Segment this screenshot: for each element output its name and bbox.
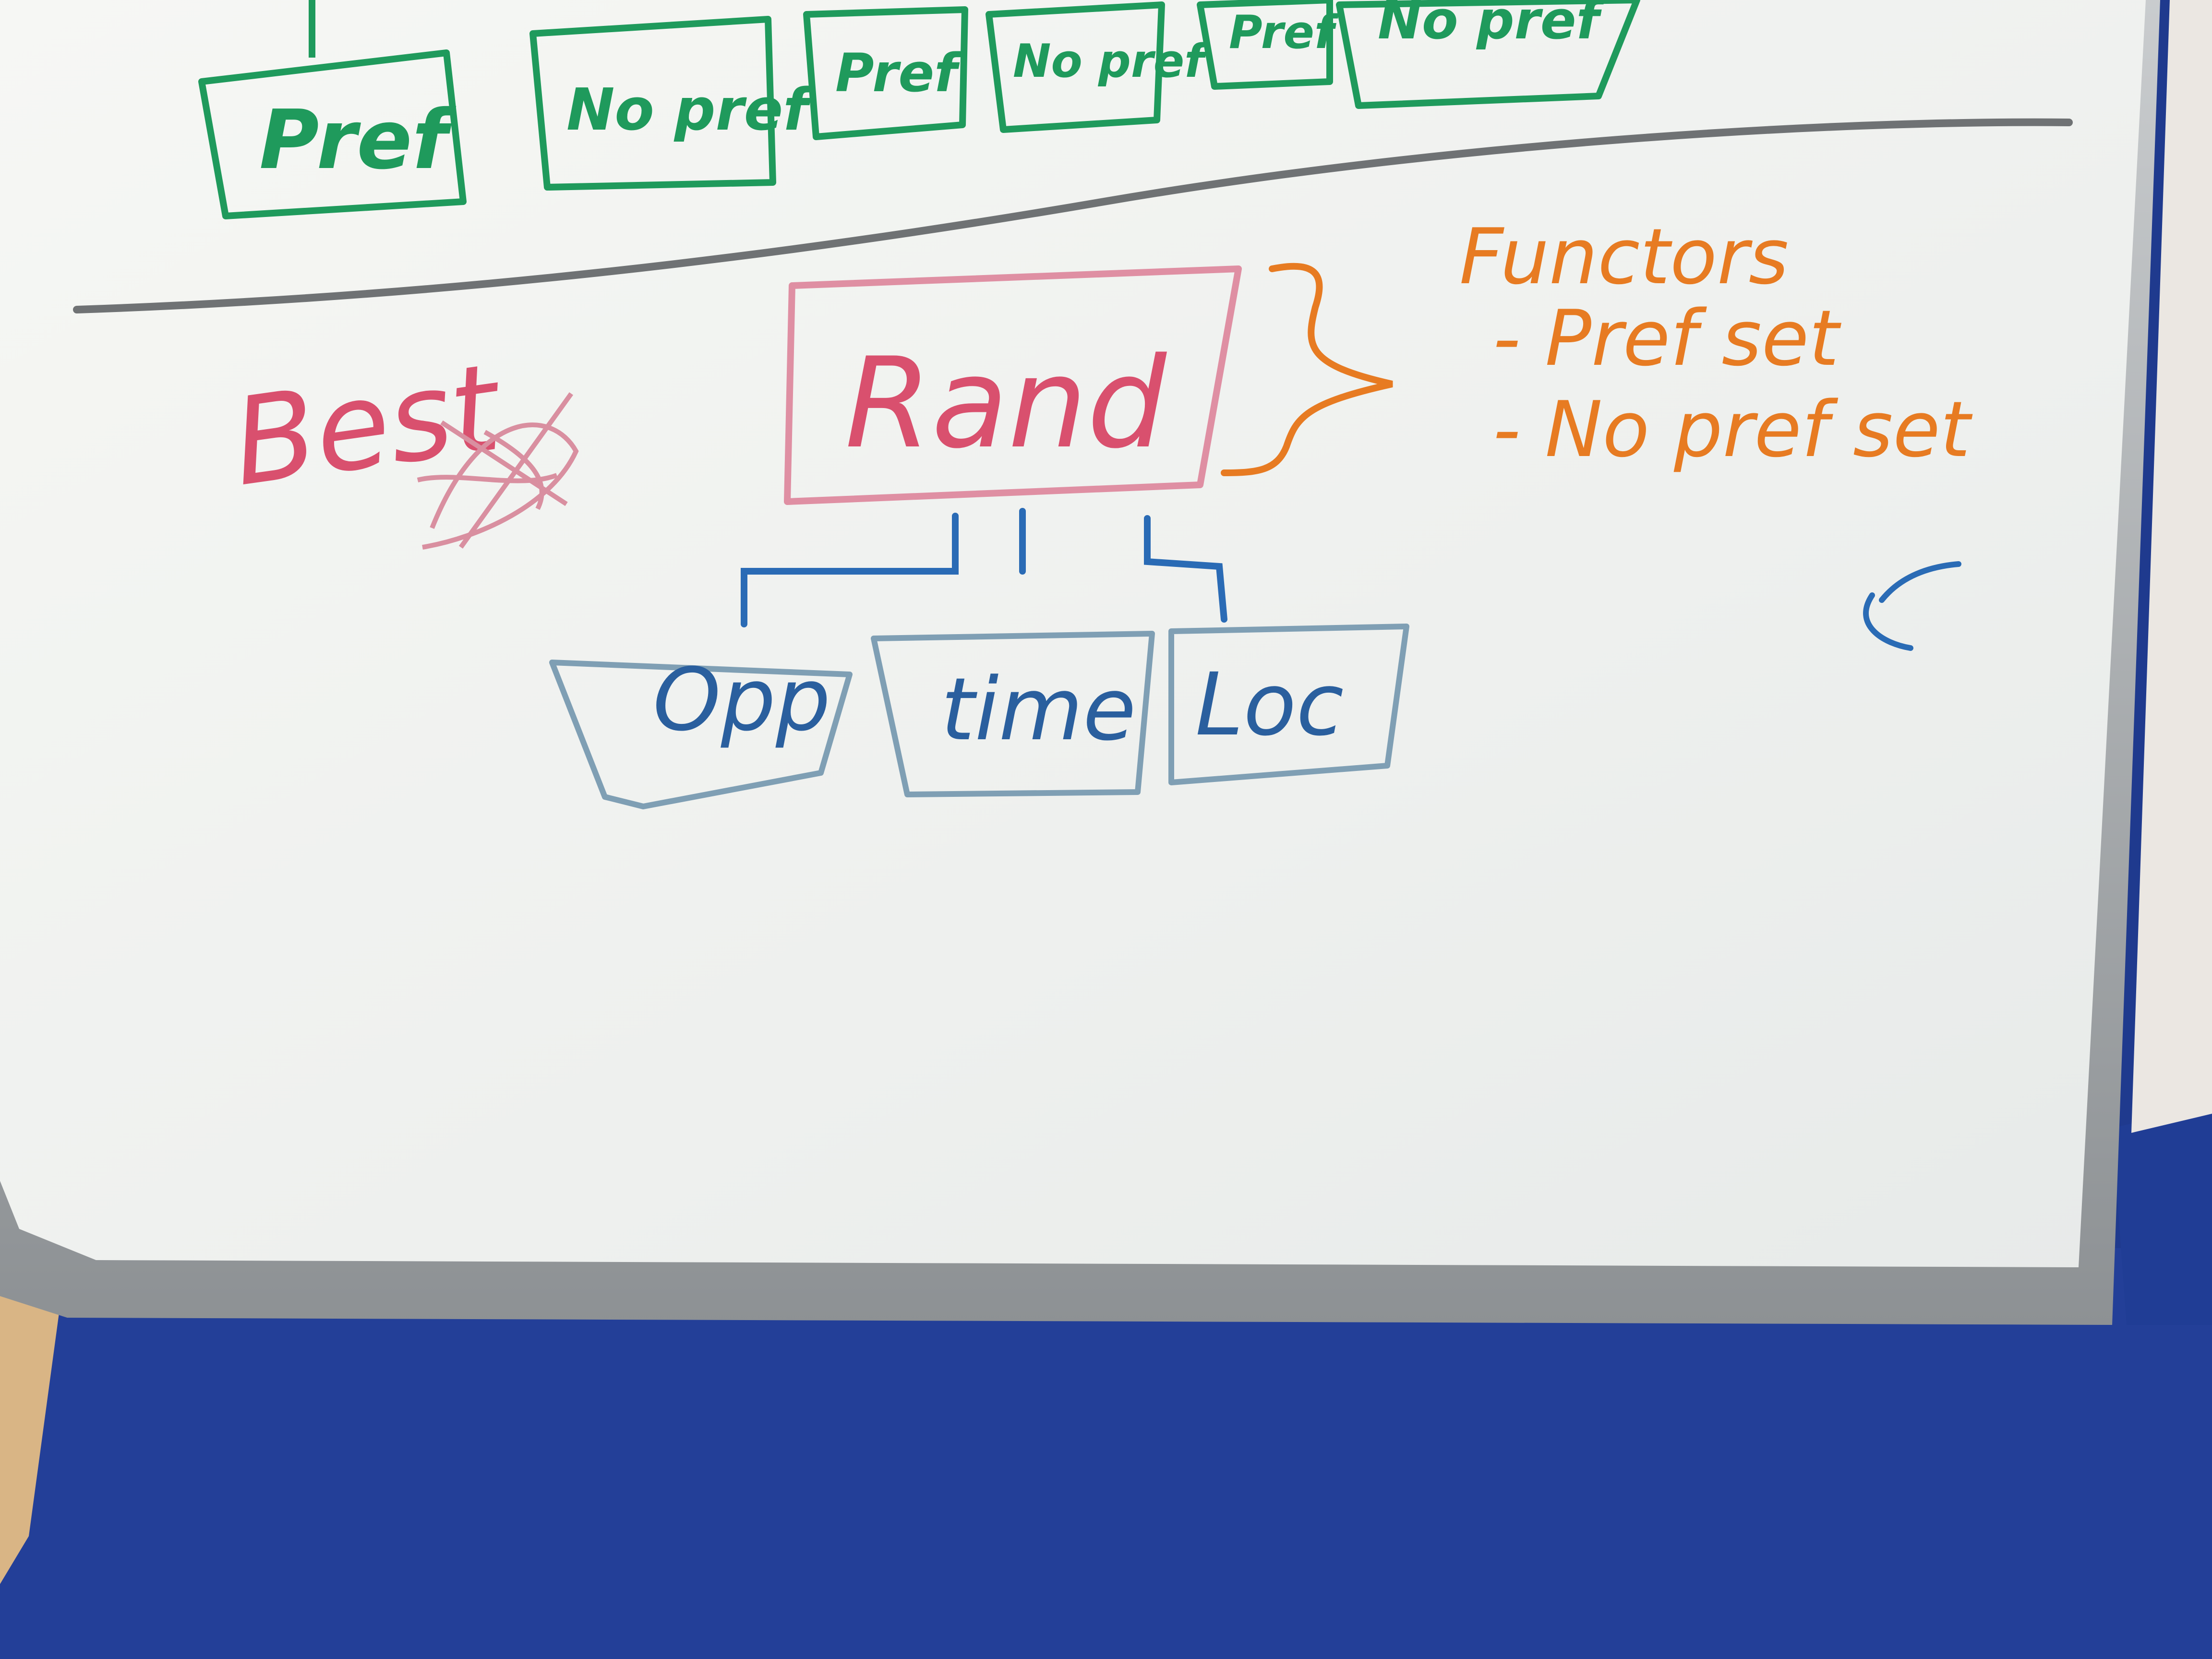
squiggle-mark: [1863, 561, 1961, 651]
top-box-label: Pref: [259, 93, 457, 188]
nopref-box-2: [986, 1, 1165, 133]
time-box: [871, 631, 1155, 797]
carpet-edge: [2112, 1104, 2212, 1325]
opp-box: [549, 660, 853, 809]
top-box-label: No pref: [1378, 0, 1605, 51]
wall: [2131, 0, 2212, 1133]
functors-item: - No pref set: [1493, 385, 1973, 474]
tree-connectors: [741, 508, 1227, 627]
nopref-box-3: [1336, 0, 1640, 109]
pref-box-2: [803, 6, 968, 140]
child-label: time: [941, 660, 1136, 760]
child-label: Opp: [653, 650, 830, 750]
divider-line: [73, 118, 2073, 313]
pref-box-1: [198, 49, 467, 219]
top-box-label: Pref: [835, 42, 963, 104]
functors-item: - Pref set: [1493, 293, 1841, 383]
top-box-label: Pref: [1229, 6, 1339, 59]
wood-floor: [0, 1229, 67, 1584]
nopref-box-1: [529, 16, 776, 191]
brace: [1221, 263, 1393, 476]
rand-box: [784, 265, 1242, 505]
child-boxes: [549, 624, 1409, 809]
functors-title: Functors: [1459, 212, 1789, 301]
rand-label: Rand: [845, 331, 1167, 476]
top-box-label: No pref: [1013, 35, 1209, 88]
loc-box: [1168, 624, 1409, 785]
pref-box-3: [1197, 0, 1333, 90]
child-label: Loc: [1195, 655, 1344, 755]
scribble-marks: [417, 392, 579, 550]
top-green-boxes: [198, 0, 1640, 219]
top-box-label: No pref: [566, 77, 814, 144]
